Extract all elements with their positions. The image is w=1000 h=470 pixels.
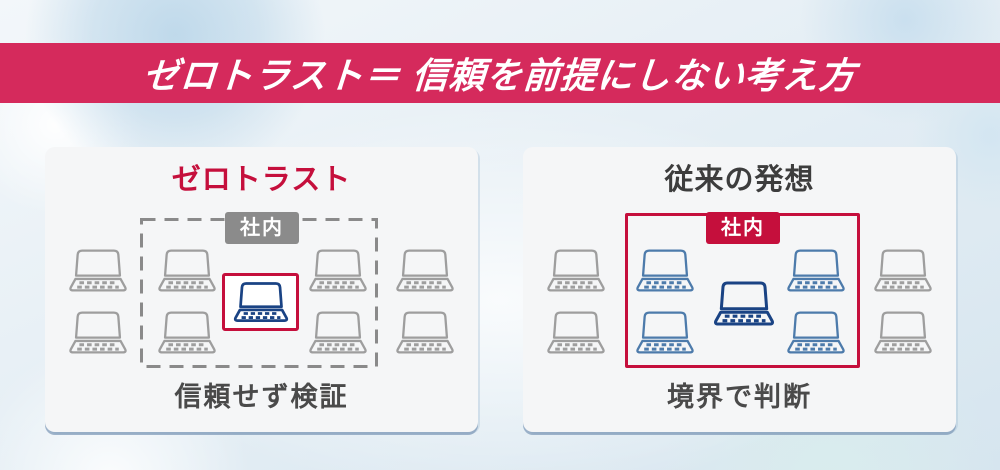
blue-laptop-icon: [785, 310, 847, 356]
navy-laptop-icon: [712, 280, 776, 328]
zero-trust-diagram: 社内: [45, 199, 478, 381]
gray-laptop-icon: [394, 248, 456, 294]
verified-laptop-box: [222, 273, 299, 331]
traditional-diagram: 社内: [523, 199, 956, 381]
gray-laptop-icon: [872, 248, 934, 294]
gray-laptop-icon: [67, 310, 129, 356]
panel-caption-traditional: 境界で判断: [667, 382, 812, 412]
gray-laptop-icon: [872, 310, 934, 356]
panel-traditional: 従来の発想 社内 境界で判断: [523, 147, 956, 432]
panel-title-zero-trust: ゼロトラスト: [171, 164, 352, 196]
gray-laptop-icon: [545, 248, 607, 294]
gray-laptop-icon: [67, 248, 129, 294]
panel-caption-zero-trust: 信頼せず検証: [174, 382, 349, 412]
gray-laptop-icon: [156, 248, 218, 294]
banner-title: ゼロトラスト＝ 信頼を前提にしない考え方: [141, 55, 858, 96]
blue-laptop-icon: [634, 310, 696, 356]
internal-label-badge: 社内: [225, 212, 299, 244]
gray-laptop-icon: [307, 310, 369, 356]
gray-laptop-icon: [156, 310, 218, 356]
blue-laptop-icon: [634, 248, 696, 294]
title-banner: ゼロトラスト＝ 信頼を前提にしない考え方: [0, 43, 1000, 103]
gray-laptop-icon: [545, 310, 607, 356]
internal-label-badge: 社内: [706, 212, 780, 244]
gray-laptop-icon: [394, 310, 456, 356]
panel-zero-trust: ゼロトラスト 社内 信頼せず検証: [45, 147, 478, 432]
panels-row: ゼロトラスト 社内 信頼せず検証 従来の発想 社内 境界で判断: [45, 147, 956, 432]
panel-title-traditional: 従来の発想: [664, 164, 815, 196]
blue-laptop-icon: [785, 248, 847, 294]
gray-laptop-icon: [307, 248, 369, 294]
navy-laptop-icon: [232, 281, 290, 324]
